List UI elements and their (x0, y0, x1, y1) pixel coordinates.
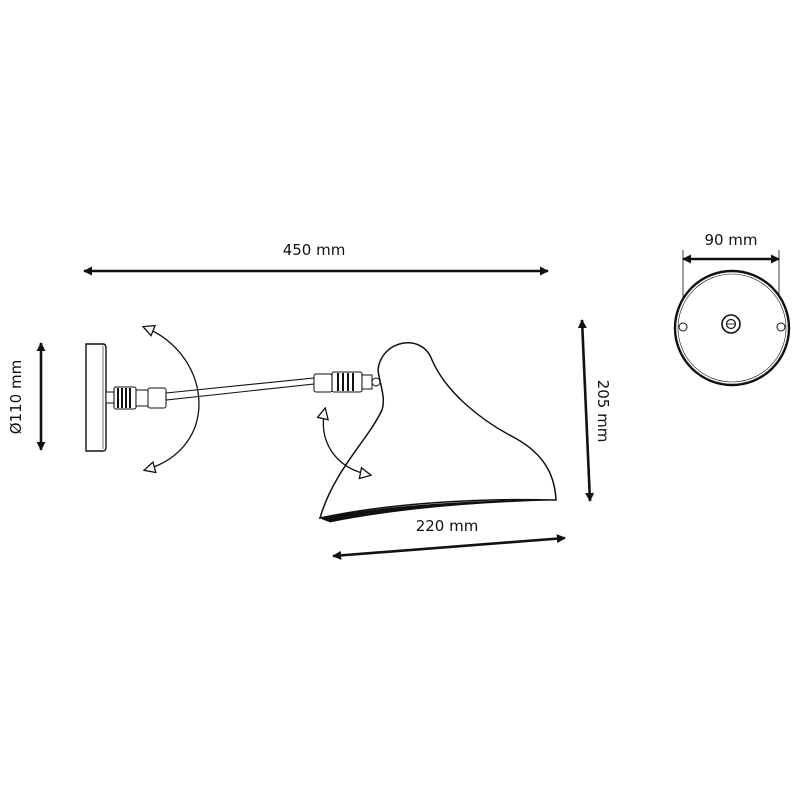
mounting-plate-front-view (673, 269, 791, 387)
overall-length-label: 450 mm (283, 241, 346, 259)
lamp-shade (318, 342, 557, 523)
overall-length-dimension: 450 mm (83, 241, 549, 276)
shade-width-label: 220 mm (416, 517, 479, 535)
backplate-diameter-dimension: Ø110 mm (7, 342, 46, 451)
backplate-diameter-label: Ø110 mm (7, 360, 25, 434)
shade-swivel-joint (313, 371, 381, 393)
mount-width-label: 90 mm (704, 231, 757, 249)
right-screw-hole (776, 322, 786, 332)
arm-rotation-arrow (144, 327, 200, 470)
left-screw-hole (678, 322, 688, 332)
mount-width-dimension: 90 mm (682, 231, 780, 330)
shade-height-dimension: 205 mm (577, 319, 612, 502)
shade-height-label: 205 mm (594, 380, 612, 443)
wall-backplate (85, 343, 107, 452)
shade-tilt-arrow (323, 409, 370, 475)
shade-width-dimension: 220 mm (332, 517, 566, 560)
wall-swivel-joint (105, 386, 167, 410)
lamp-arm (165, 377, 315, 401)
